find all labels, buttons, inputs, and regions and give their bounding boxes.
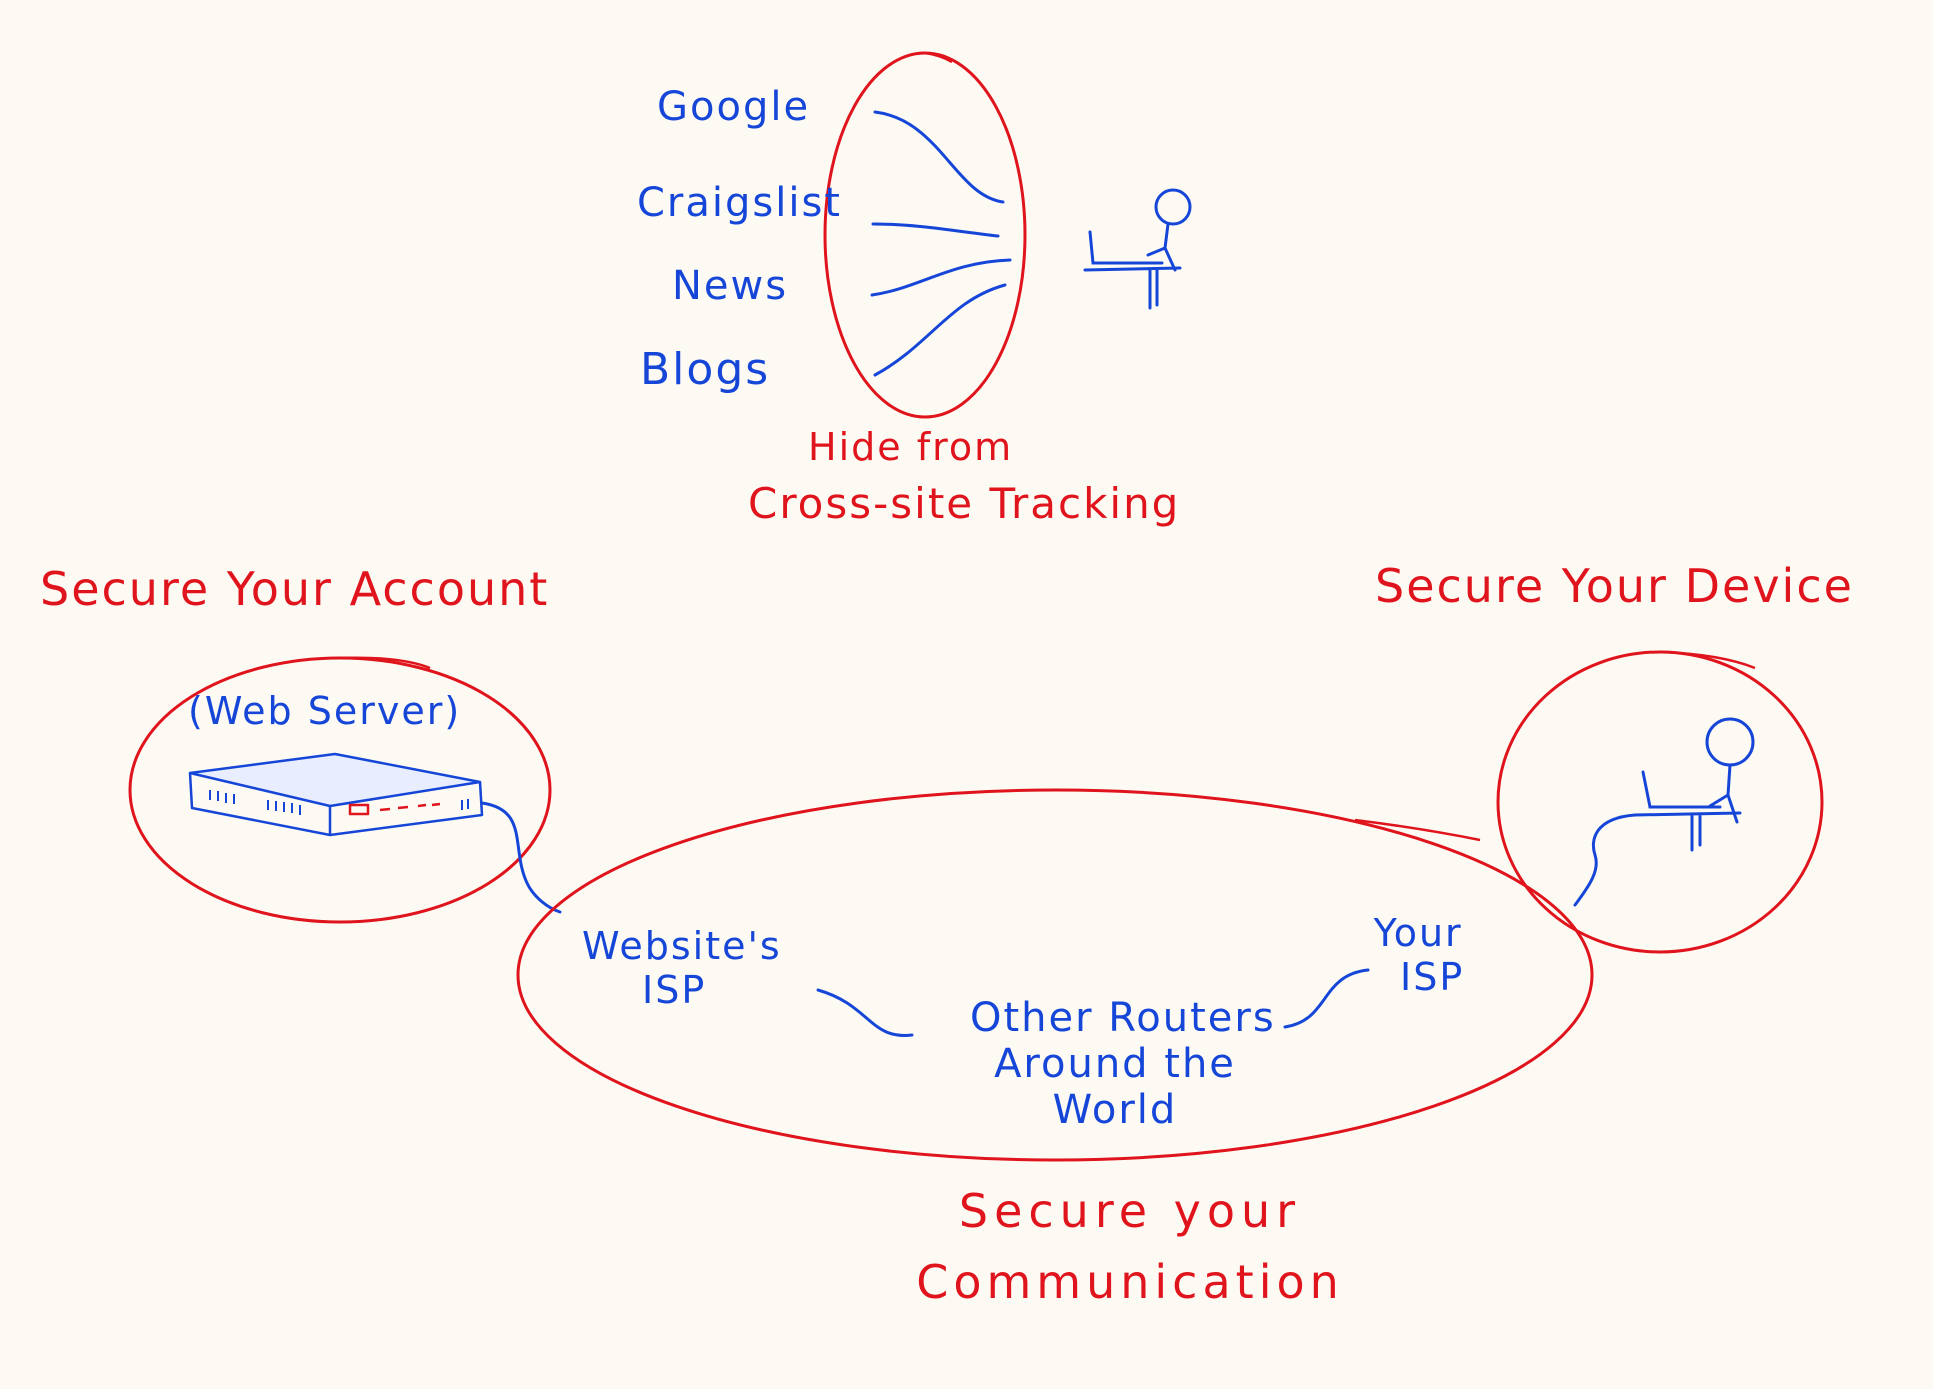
site-label-craigslist: Craigslist	[637, 180, 842, 226]
routers-line2: Around the	[994, 1041, 1236, 1087]
routers-line1: Other Routers	[970, 995, 1276, 1041]
tracking-line-news	[870, 258, 1012, 297]
routers-line3: World	[1052, 1087, 1178, 1133]
website-isp-line1: Website's	[582, 924, 782, 968]
user-at-laptop-device-icon	[1573, 717, 1755, 907]
your-isp-line2: ISP	[1400, 954, 1465, 999]
tracking-lines	[870, 110, 1012, 377]
link-website-isp-to-routers	[816, 988, 914, 1037]
site-label-news: News	[672, 263, 789, 309]
communication-title-line1: Secure your	[958, 1184, 1302, 1238]
communication-title-line2: Communication	[916, 1254, 1344, 1309]
communication-ellipse	[516, 788, 1594, 1162]
website-isp-line2: ISP	[642, 967, 707, 1012]
tracking-line-craigslist	[871, 222, 1000, 238]
other-routers-label: Other Routers Around the World	[970, 995, 1276, 1133]
web-server-icon	[188, 752, 484, 837]
network-links	[816, 968, 1370, 1037]
link-routers-to-your-isp	[1283, 968, 1370, 1029]
device-circle	[1496, 650, 1824, 954]
site-label-google: Google	[657, 84, 811, 130]
user-at-laptop-icon	[1083, 188, 1192, 310]
communication-title: Secure your Communication	[915, 1185, 1345, 1309]
website-isp-label: Website's ISP	[582, 924, 782, 1012]
server-cable	[480, 801, 562, 914]
your-isp-label: Your ISP	[1372, 911, 1465, 999]
tracking-line-blogs	[873, 283, 1007, 377]
device-title: Secure Your Device	[1375, 559, 1854, 613]
web-server-label: (Web Server)	[188, 689, 462, 733]
tracking-caption-line1: Hide from	[808, 425, 1014, 469]
tracking-caption-line2: Cross-site Tracking	[748, 479, 1181, 528]
site-label-blogs: Blogs	[640, 344, 771, 395]
account-title: Secure Your Account	[40, 562, 550, 616]
your-isp-line1: Your	[1373, 911, 1463, 955]
tracking-line-google	[873, 110, 1005, 204]
